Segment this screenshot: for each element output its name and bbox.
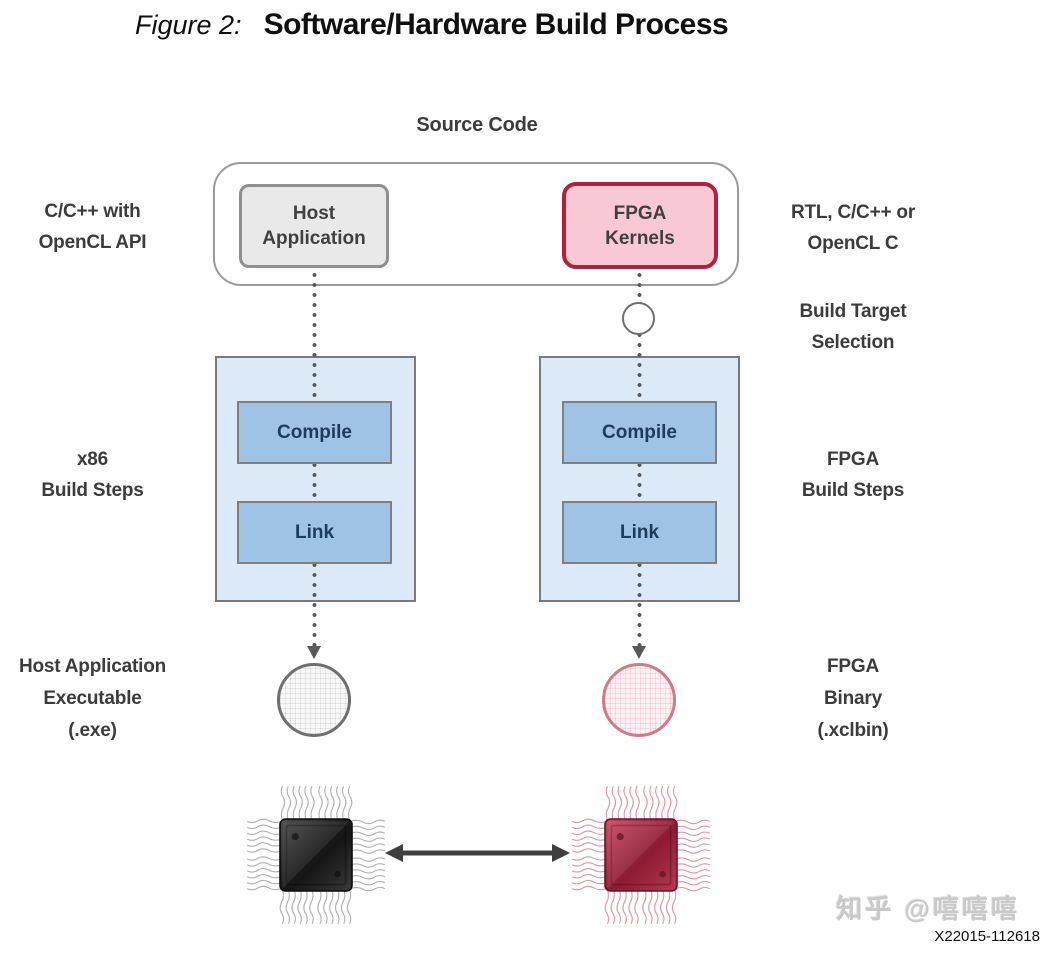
fpga-kernels-line2: Kernels <box>605 227 675 249</box>
fpga-flow-arrowhead-icon <box>632 646 646 659</box>
host-executable-label: Host Application Executable (.exe) <box>18 656 167 741</box>
rtl-opencl-label: RTL, C/C++ or OpenCL C <box>790 202 916 254</box>
watermark: 知乎 @嘻嘻嘻 <box>836 894 1020 924</box>
build-target-selection-icon <box>622 302 655 335</box>
host-application-line1: Host <box>292 203 336 224</box>
host-application-box: Host Application <box>239 184 389 268</box>
host-executable-node-icon <box>277 663 351 737</box>
figure-number-label: Figure 2: <box>135 10 242 40</box>
x86-link-box: Link <box>237 501 392 564</box>
fpga-binary-label: FPGA Binary (.xclbin) <box>817 656 889 741</box>
fpga-chip-red-icon <box>561 775 721 935</box>
fpga-build-steps-label: FPGA Build Steps <box>801 449 905 501</box>
cpu-chip-black-icon <box>236 775 396 935</box>
figure-caption: Figure 2: Software/Hardware Build Process <box>135 8 729 42</box>
fpga-kernels-box: FPGA Kernels <box>562 182 718 269</box>
source-code-label: Source Code <box>416 114 538 136</box>
host-flow-arrowhead-icon <box>307 646 321 659</box>
x86-build-steps-label: x86 Build Steps <box>41 449 144 501</box>
x86-compile-box: Compile <box>237 401 392 464</box>
build-target-selection-label: Build Target Selection <box>799 301 907 353</box>
cpp-opencl-api-label: C/C++ with OpenCL API <box>38 201 147 253</box>
fpga-link-box: Link <box>562 501 717 564</box>
figure-title: Software/Hardware Build Process <box>263 8 729 41</box>
host-application-line2: Application <box>262 228 366 249</box>
fpga-compile-box: Compile <box>562 401 717 464</box>
double-headed-arrow-icon <box>385 844 570 862</box>
fpga-kernels-line1: FPGA <box>613 202 667 224</box>
figure-code: X22015-112618 <box>934 928 1040 945</box>
fpga-binary-node-icon <box>602 663 676 737</box>
